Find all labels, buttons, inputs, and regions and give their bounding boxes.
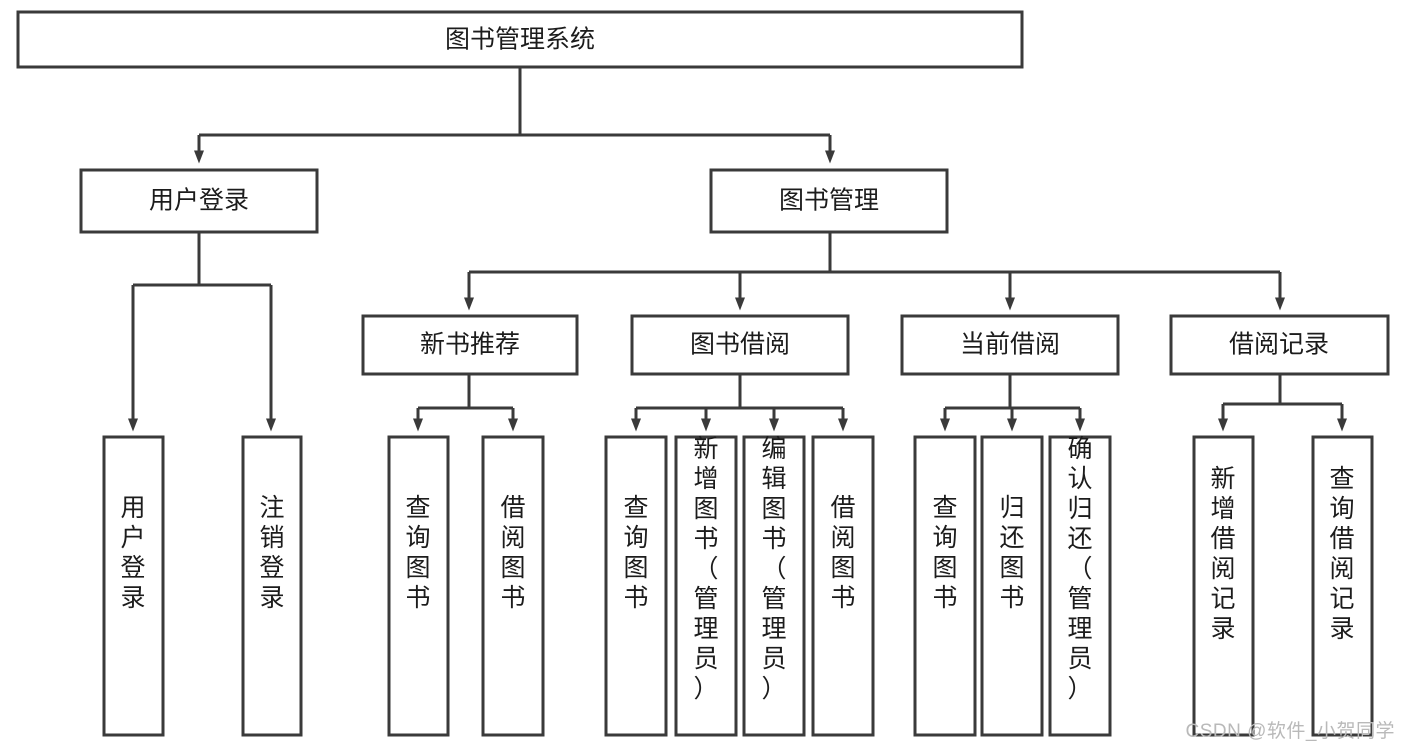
leaf-book-borrow-4-label: 借阅图书 [830,494,855,612]
leaf-book-borrow-3-box[interactable] [742,435,806,737]
node-book-manage[interactable]: 图书管理 [709,168,949,234]
leaf-borrow-record-1[interactable]: 新增借阅记录 [1192,435,1255,737]
leaf-current-borrow-2-box[interactable] [980,435,1044,737]
node-new-book-recommend-box[interactable] [361,314,579,376]
node-current-borrow-label: 当前借阅 [960,331,1060,359]
node-new-book-recommend-label: 新书推荐 [420,331,520,359]
node-user-login-label: 用户登录 [149,187,249,215]
leaf-current-borrow-1-box[interactable] [913,435,977,737]
leaf-user-login-2-label: 注销登录 [259,494,284,612]
leaf-borrow-record-2[interactable]: 查询借阅记录 [1311,435,1374,737]
node-new-book-recommend[interactable]: 新书推荐 [361,314,579,376]
node-book-borrow-box[interactable] [630,314,850,376]
node-root-label: 图书管理系统 [445,26,595,54]
leaf-current-borrow-1[interactable]: 查询图书 [913,435,977,737]
leaf-user-login-2-box[interactable] [241,435,303,737]
leaf-book-borrow-2[interactable]: 新增图书（管理员） [674,435,738,737]
leaf-current-borrow-3-box[interactable] [1048,435,1112,737]
leaf-user-login-2[interactable]: 注销登录 [241,435,303,737]
leaf-current-borrow-3-label: 确认归还（管理员） [1067,435,1092,703]
connector-layer [128,67,1347,432]
leaf-book-borrow-1-box[interactable] [604,435,668,737]
leaf-borrow-record-2-box[interactable] [1311,435,1374,737]
leaf-book-borrow-3[interactable]: 编辑图书（管理员） [742,435,806,737]
leaf-new-book-1-box[interactable] [387,435,450,737]
node-book-manage-box[interactable] [709,168,949,234]
leaf-current-borrow-1-label: 查询图书 [932,494,957,612]
leaf-current-borrow-2[interactable]: 归还图书 [980,435,1044,737]
leaf-book-borrow-3-label: 编辑图书（管理员） [761,435,786,703]
node-book-borrow-label: 图书借阅 [690,331,790,359]
node-book-manage-label: 图书管理 [779,187,879,215]
node-book-borrow[interactable]: 图书借阅 [630,314,850,376]
leaf-user-login-1-box[interactable] [102,435,165,737]
node-borrow-record-label: 借阅记录 [1229,331,1329,359]
leaf-book-borrow-2-box[interactable] [674,435,738,737]
leaf-book-borrow-4[interactable]: 借阅图书 [811,435,875,737]
leaf-new-book-1-label: 查询图书 [405,494,430,612]
node-root-box[interactable] [16,10,1024,69]
leaf-current-borrow-2-label: 归还图书 [999,494,1024,612]
leaf-new-book-2-box[interactable] [481,435,545,737]
node-user-login-box[interactable] [79,168,319,234]
leaf-borrow-record-1-box[interactable] [1192,435,1255,737]
leaf-user-login-1-label: 用户登录 [120,494,145,612]
node-borrow-record-box[interactable] [1169,314,1390,376]
leaf-new-book-2[interactable]: 借阅图书 [481,435,545,737]
node-root[interactable]: 图书管理系统 [16,10,1024,69]
leaf-current-borrow-3[interactable]: 确认归还（管理员） [1048,435,1112,737]
leaf-book-borrow-1-label: 查询图书 [623,494,648,612]
leaf-book-borrow-1[interactable]: 查询图书 [604,435,668,737]
leaf-new-book-2-label: 借阅图书 [500,494,525,612]
leaf-book-borrow-2-label: 新增图书（管理员） [693,435,718,703]
leaf-borrow-record-1-label: 新增借阅记录 [1210,465,1235,643]
node-borrow-record[interactable]: 借阅记录 [1169,314,1390,376]
node-current-borrow-box[interactable] [900,314,1120,376]
leaf-book-borrow-4-box[interactable] [811,435,875,737]
node-current-borrow[interactable]: 当前借阅 [900,314,1120,376]
leaf-user-login-1[interactable]: 用户登录 [102,435,165,737]
leaf-new-book-1[interactable]: 查询图书 [387,435,450,737]
leaf-borrow-record-2-label: 查询借阅记录 [1329,465,1354,643]
node-user-login[interactable]: 用户登录 [79,168,319,234]
